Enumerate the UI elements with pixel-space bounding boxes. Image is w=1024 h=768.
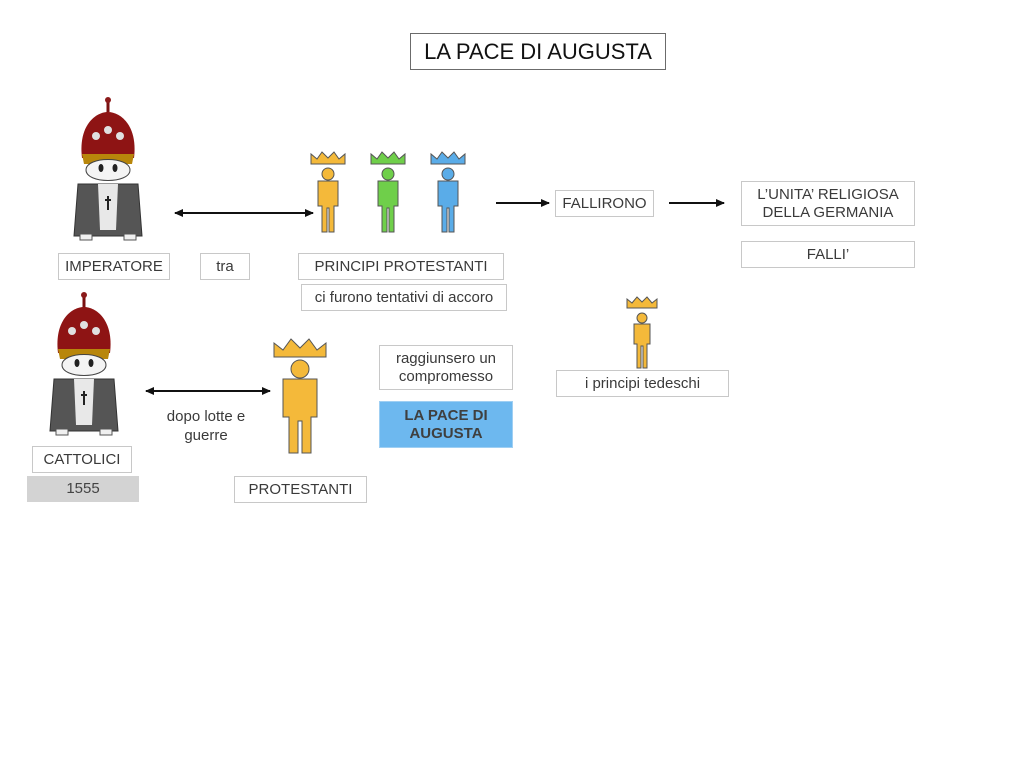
pace-line-1: LA PACE DI bbox=[404, 406, 488, 424]
crown-icon bbox=[626, 296, 658, 309]
crown-icon bbox=[430, 151, 466, 165]
prince-figure-icon bbox=[626, 296, 658, 369]
crown-icon bbox=[370, 151, 406, 165]
dopo-line-2: guerre bbox=[184, 427, 228, 444]
emperor-icon bbox=[73, 97, 143, 241]
emperor-icon bbox=[49, 292, 119, 436]
label-principi-protestanti: PRINCIPI PROTESTANTI bbox=[298, 253, 504, 280]
label-principi-tedeschi: i principi tedeschi bbox=[556, 370, 729, 397]
pace-di-augusta-highlight: LA PACE DI AUGUSTA bbox=[379, 401, 513, 448]
label-dopo-lotte: dopo lotte e guerre bbox=[150, 407, 262, 445]
compromesso-line-1: raggiunsero un bbox=[395, 349, 497, 367]
prince-figure-icon bbox=[273, 338, 327, 454]
label-imperatore: IMPERATORE bbox=[58, 253, 170, 280]
crown-icon bbox=[273, 338, 327, 358]
unita-line-2: DELLA GERMANIA bbox=[762, 203, 894, 221]
prince-figure-icon bbox=[430, 151, 466, 233]
prince-figure-icon bbox=[310, 151, 346, 233]
label-tentativi-accordo: ci furono tentativi di accoro bbox=[301, 284, 507, 311]
pace-line-2: AUGUSTA bbox=[409, 424, 483, 442]
prince-figure-icon bbox=[370, 151, 406, 233]
label-falli: FALLI’ bbox=[741, 241, 915, 268]
year-badge: 1555 bbox=[27, 476, 139, 502]
label-protestanti: PROTESTANTI bbox=[234, 476, 367, 503]
label-tra: tra bbox=[200, 253, 250, 280]
compromesso-line-2: compromesso bbox=[398, 367, 494, 385]
label-fallirono: FALLIRONO bbox=[555, 190, 654, 217]
crown-icon bbox=[310, 151, 346, 165]
page-title: LA PACE DI AUGUSTA bbox=[410, 33, 666, 70]
label-compromesso: raggiunsero un compromesso bbox=[379, 345, 513, 390]
label-cattolici: CATTOLICI bbox=[32, 446, 132, 473]
unita-line-1: L’UNITA’ RELIGIOSA bbox=[757, 185, 899, 203]
label-unita-religiosa: L’UNITA’ RELIGIOSA DELLA GERMANIA bbox=[741, 181, 915, 226]
dopo-line-1: dopo lotte e bbox=[166, 408, 246, 425]
